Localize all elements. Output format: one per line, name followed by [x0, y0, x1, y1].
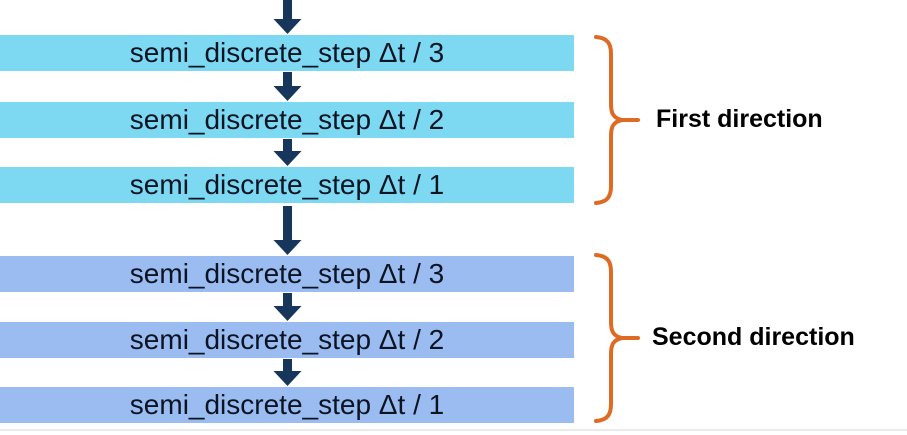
step-bar-first-dt2: semi_discrete_step Δt / 2 — [0, 102, 574, 138]
step-label: semi_discrete_step Δt / 1 — [129, 389, 445, 420]
down-arrow-icon — [273, 139, 302, 166]
step-bar-second-dt2: semi_discrete_step Δt / 2 — [0, 322, 574, 358]
step-label: semi_discrete_step Δt / 3 — [129, 37, 445, 68]
step-label: semi_discrete_step Δt / 3 — [129, 258, 445, 289]
step-bar-second-dt3: semi_discrete_step Δt / 3 — [0, 256, 574, 292]
step-label: semi_discrete_step Δt / 2 — [129, 324, 445, 355]
step-label: semi_discrete_step Δt / 1 — [129, 169, 445, 200]
right-brace-icon — [594, 35, 640, 205]
second-direction-label: Second direction — [652, 323, 855, 351]
down-arrow-icon — [273, 72, 302, 101]
down-arrow-icon — [273, 0, 302, 34]
down-arrow-icon — [273, 293, 302, 321]
down-arrow-icon — [273, 359, 302, 386]
step-bar-first-dt1: semi_discrete_step Δt / 1 — [0, 167, 574, 203]
step-bar-second-dt1: semi_discrete_step Δt / 1 — [0, 387, 574, 423]
down-arrow-icon — [273, 206, 302, 255]
first-direction-label: First direction — [656, 105, 823, 133]
step-bar-first-dt3: semi_discrete_step Δt / 3 — [0, 35, 574, 71]
slide-bottom-edge — [0, 429, 907, 431]
right-brace-icon — [594, 253, 640, 423]
step-label: semi_discrete_step Δt / 2 — [129, 104, 445, 135]
